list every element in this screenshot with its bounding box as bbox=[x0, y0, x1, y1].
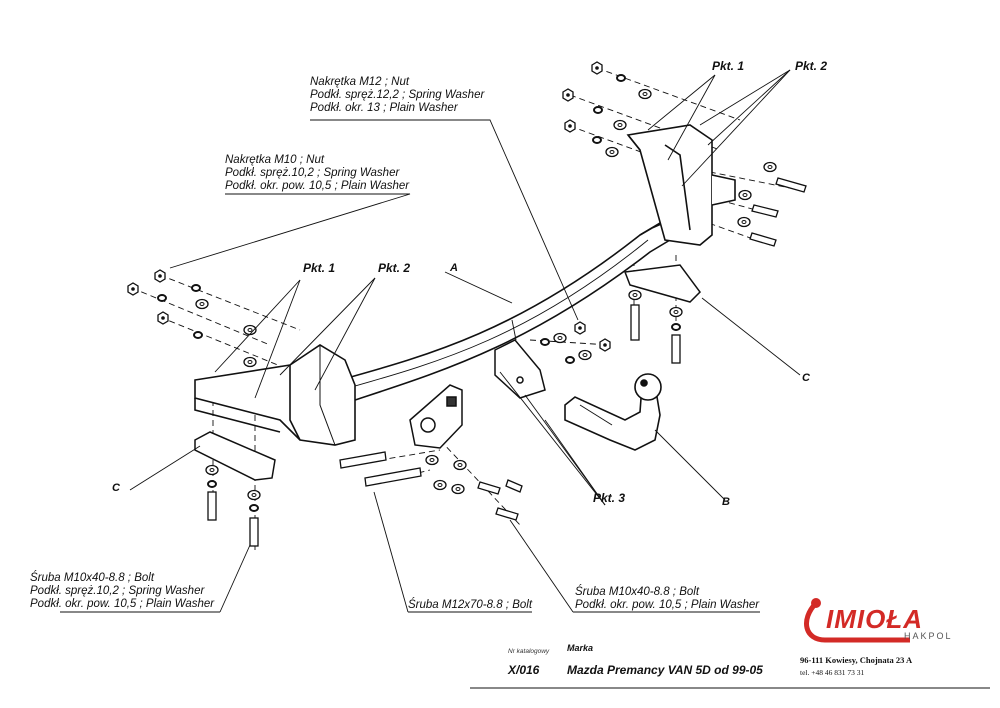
fasteners-left bbox=[127, 269, 257, 368]
catalog-number-label: Nr katalogowy bbox=[508, 648, 550, 655]
bolts-center bbox=[339, 451, 523, 521]
company-phone: tel. +48 46 831 73 31 bbox=[800, 668, 865, 677]
label-nut-m10: Nakrętka M10 ; Nut Podkł. spręż.10,2 ; S… bbox=[225, 154, 409, 193]
company-logo-name: IMIOŁA bbox=[826, 604, 923, 634]
left-bracket bbox=[194, 344, 356, 446]
left-plate-c bbox=[194, 431, 276, 481]
pkt-3: Pkt. 3 bbox=[593, 491, 626, 505]
brand-label: Marka bbox=[567, 643, 594, 653]
part-letter-c-right: C bbox=[802, 372, 810, 384]
label-line: Podkł. okr. 13 ; Plain Washer bbox=[310, 102, 458, 114]
leader-lines bbox=[60, 69, 801, 613]
right-plate-c bbox=[623, 264, 701, 303]
bolts-left-vertical bbox=[205, 464, 261, 547]
bolts-right-vertical bbox=[628, 289, 683, 364]
part-letter-a: A bbox=[450, 262, 458, 274]
vehicle-model: Mazda Premancy VAN 5D od 99-05 bbox=[567, 663, 763, 677]
pkt-1-right: Pkt. 1 bbox=[712, 59, 745, 73]
label-bolt-m10-right: Śruba M10x40-8.8 ; Bolt Podkł. okr. pow.… bbox=[575, 586, 759, 612]
label-line: Podkł. spręż.10,2 ; Spring Washer bbox=[30, 585, 205, 597]
label-nut-m12: Nakrętka M12 ; Nut Podkł. spręż.12,2 ; S… bbox=[310, 76, 484, 115]
label-line: Podkł. okr. pow. 10,5 ; Plain Washer bbox=[225, 180, 410, 192]
bolts-right bbox=[749, 177, 807, 247]
label-line: Nakrętka M12 ; Nut bbox=[310, 76, 410, 88]
label-bolt-m12: Śruba M12x70-8.8 ; Bolt bbox=[408, 599, 533, 611]
label-line: Śruba M10x40-8.8 ; Bolt bbox=[30, 572, 155, 584]
right-bracket bbox=[626, 124, 736, 246]
label-line: Podkł. spręż.10,2 ; Spring Washer bbox=[225, 167, 400, 179]
pkt-1-left: Pkt. 1 bbox=[303, 261, 336, 275]
label-line: Podkł. okr. pow. 10,5 ; Plain Washer bbox=[575, 599, 760, 611]
socket-plate bbox=[409, 339, 546, 449]
pkt-2-left: Pkt. 2 bbox=[378, 261, 411, 275]
company-logo-sub: HAKPOL bbox=[904, 631, 953, 641]
label-line: Podkł. okr. pow. 10,5 ; Plain Washer bbox=[30, 598, 215, 610]
catalog-number: X/016 bbox=[508, 663, 540, 677]
ball-neck bbox=[564, 373, 662, 451]
label-line: Podkł. spręż.12,2 ; Spring Washer bbox=[310, 89, 485, 101]
label-line: Nakrętka M10 ; Nut bbox=[225, 154, 325, 166]
label-bolt-m10-left: Śruba M10x40-8.8 ; Bolt Podkł. spręż.10,… bbox=[30, 572, 214, 611]
label-line: Śruba M10x40-8.8 ; Bolt bbox=[575, 586, 700, 598]
pkt-2-right: Pkt. 2 bbox=[795, 59, 828, 73]
logo-hook-icon bbox=[804, 598, 910, 643]
part-letter-c-left: C bbox=[112, 482, 120, 494]
part-letter-b: B bbox=[722, 496, 730, 508]
company-address: 96-111 Kowiesy, Chojnata 23 A bbox=[800, 655, 913, 665]
